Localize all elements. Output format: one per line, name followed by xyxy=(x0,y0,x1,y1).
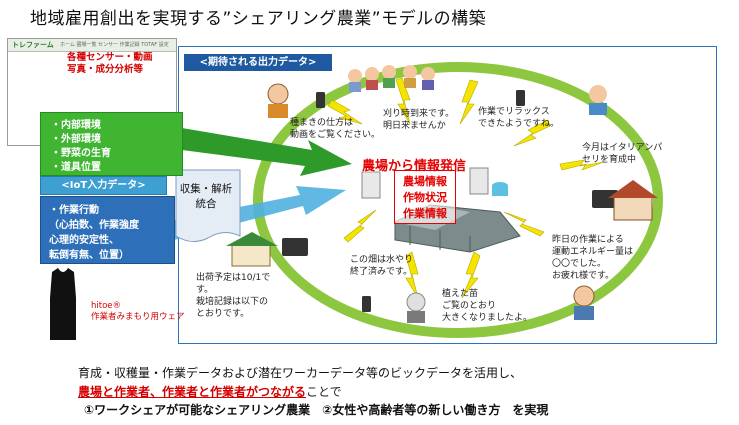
analysis-label: 収集・解析 統合 xyxy=(179,183,233,210)
environment-input-item: ・道具位置 xyxy=(51,162,101,173)
summary-highlight: 農場と作業者、作業者と作業者がつながる xyxy=(78,385,307,399)
environment-input-item: ・野菜の生育 xyxy=(51,148,111,159)
lightning-bolts xyxy=(327,77,605,299)
shirt-label: hitoe® 作業者みまもり用ウェア xyxy=(91,301,185,322)
worker-input-item: 転倒有無、位置） xyxy=(49,250,129,261)
store-icon xyxy=(226,232,278,267)
message-relax: 作業でリラックス できたようですね。 xyxy=(478,107,560,129)
center-info-line: 作業情報 xyxy=(403,207,447,220)
phone-icons xyxy=(282,90,618,312)
center-info-line: 作物状況 xyxy=(403,191,447,204)
environment-input-item: ・内部環境 xyxy=(51,120,101,131)
dashboard-menu: ホーム 圃場一覧 センサー 作業記録 TOTAF 設定 xyxy=(60,42,169,48)
dashboard-label: 各種センサー・動画 写真・成分分析等 xyxy=(67,52,153,75)
summary-line-2-rest: ことで xyxy=(306,385,342,399)
worker-input-item: ・作業行動 xyxy=(49,205,99,216)
hitoe-shirt-icon xyxy=(38,264,88,344)
center-info-line: 農場情報 xyxy=(403,175,447,188)
output-data-label: <期待される出力データ> xyxy=(184,54,332,71)
server-icon xyxy=(361,167,508,199)
house-icon xyxy=(608,180,658,221)
farm-ellipse xyxy=(253,62,663,338)
people-icons xyxy=(267,65,607,323)
dashboard-logo: トレファーム xyxy=(12,41,54,49)
worker-input-item: 心理的安定性、 xyxy=(49,235,119,246)
message-watering: この畑は水やり 終了済みです。 xyxy=(350,255,414,277)
green-arrow xyxy=(182,128,352,176)
message-shipping: 出荷予定は10/1で す。 栽培記録は以下の とおりです。 xyxy=(196,273,271,319)
iot-input-label: <IoT入力データ> xyxy=(40,176,167,195)
message-parsley: 今月はイタリアンパ セリを育成中 xyxy=(582,143,663,165)
message-seedlings: 植えた苗 ご覧のとおり 大きくなりましたよ。 xyxy=(442,289,533,323)
worker-input-box: ・作業行動 （心拍数、作業強度 心理的安定性、 転倒有無、位置） xyxy=(40,196,175,264)
summary-line-1: 育成・収穫量・作業データおよび潜在ワーカーデータ等のビックデータを活用し、 xyxy=(78,366,523,380)
center-info-box: 農場情報 作物状況 作業情報 xyxy=(394,170,456,224)
analysis-document xyxy=(175,169,241,242)
environment-input-item: ・外部環境 xyxy=(51,134,101,145)
summary-line-2: 農場と作業者、作業者と作業者がつながることで xyxy=(78,383,342,400)
message-harvest: 刈り時到来です。 明日来ませんか xyxy=(383,109,455,131)
summary-line-3: ①ワークシェアが可能なシェアリング農業 ②女性や高齢者等の新しい働き方 を実現 xyxy=(84,403,549,417)
message-energy: 昨日の作業による 運動エネルギー量は 〇〇でした。 お疲れ様です。 xyxy=(552,235,634,281)
environment-input-box: ・内部環境 ・外部環境 ・野菜の生育 ・道具位置 xyxy=(40,112,183,176)
worker-input-item: （心拍数、作業強度 xyxy=(49,220,139,231)
message-sowing: 種まきの仕方は 動画をご覧ください。 xyxy=(290,118,381,140)
page-title: 地域雇用創出を実現する”シェアリング農業”モデルの構築 xyxy=(30,9,487,29)
